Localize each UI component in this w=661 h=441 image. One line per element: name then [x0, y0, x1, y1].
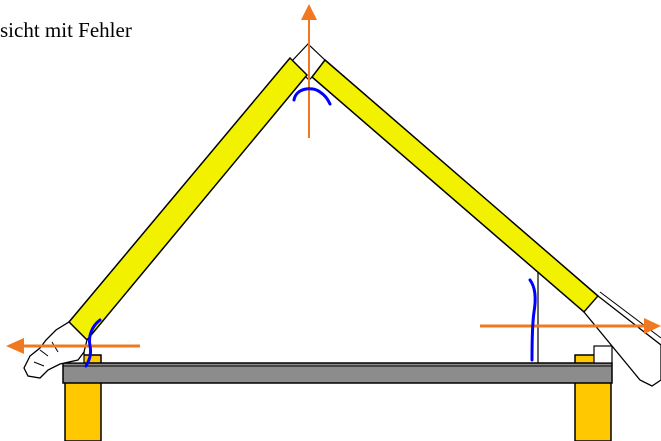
left-eave-leak-marker — [84, 318, 102, 368]
right-plate-block — [593, 345, 613, 364]
left-roof-insulation — [67, 56, 309, 342]
right-rafter-tail — [583, 295, 661, 387]
ceiling-slab — [62, 362, 613, 384]
right-roof-insulation — [310, 58, 600, 314]
ridge-air-flow-arrow — [301, 4, 317, 138]
ridge-leak-marker — [292, 87, 332, 106]
eave-left-air-flow-arrow — [6, 338, 140, 354]
diagram-caption: sicht mit Fehler — [0, 18, 132, 42]
right-eave-leak-marker — [528, 278, 537, 362]
eave-right-air-flow-arrow — [480, 318, 661, 334]
